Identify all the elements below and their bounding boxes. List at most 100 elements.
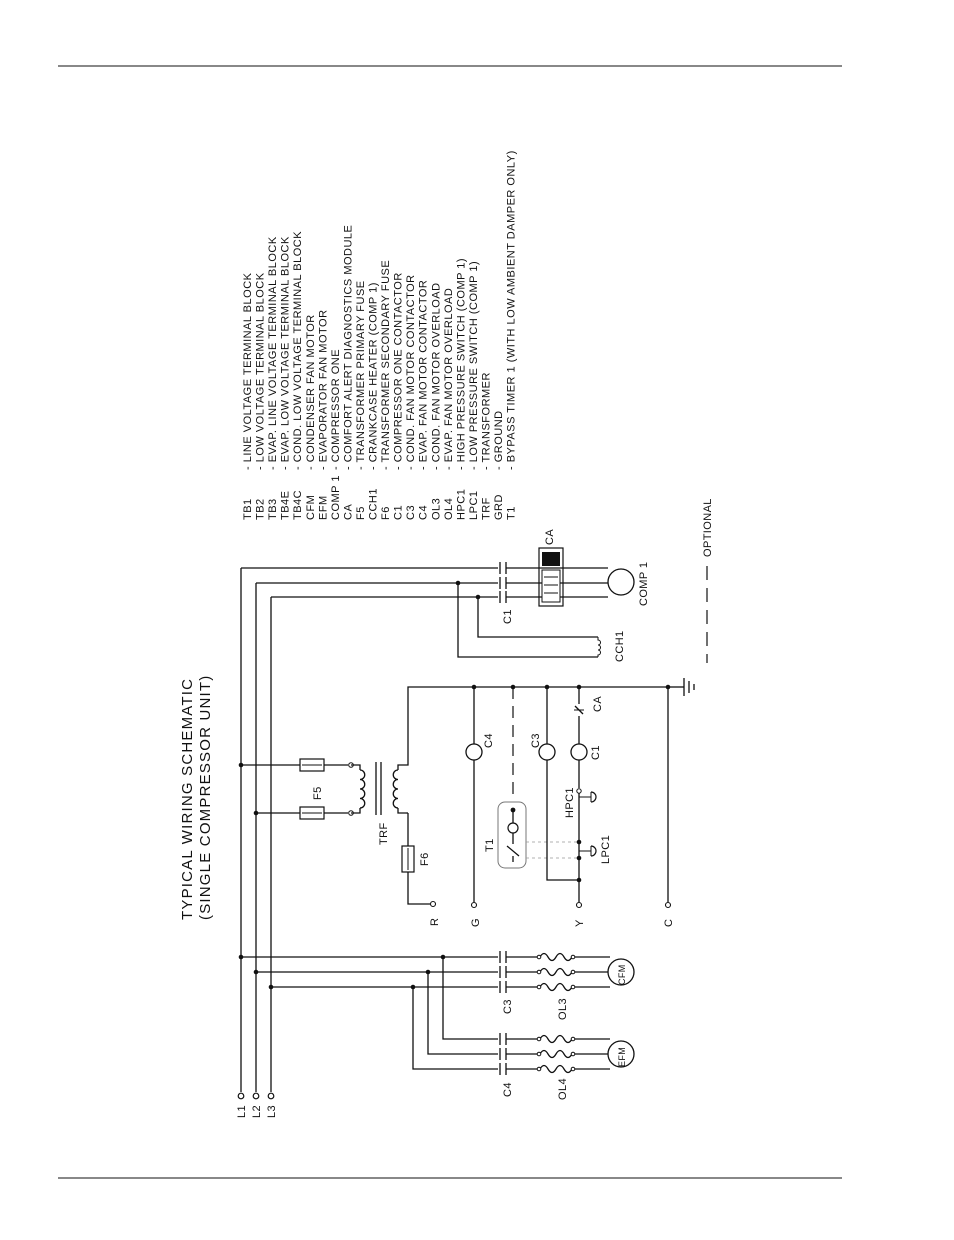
timer-t1-box: [497, 801, 527, 869]
legend-description: - COMPRESSOR ONE: [330, 349, 342, 470]
label-l3: L3: [266, 1105, 278, 1118]
label-l2: L2: [251, 1105, 263, 1118]
supply-lines: L1 L2 L3: [236, 568, 278, 1118]
legend-description: - COMPRESSOR ONE CONTACTOR: [393, 272, 405, 470]
label-c3-coil: C3: [530, 733, 542, 748]
legend-code: F6: [380, 506, 392, 520]
legend-description: - CRANKCASE HEATER (COMP 1): [368, 282, 380, 470]
legend-code: GRD: [493, 494, 505, 520]
contactor-c4-contacts: [499, 1033, 507, 1075]
legend-row: CFM - CONDENSER FAN MOTOR: [305, 314, 317, 520]
label-f6: F6: [419, 852, 431, 866]
legend-code: TB4C: [292, 490, 304, 520]
label-ol3: OL3: [557, 998, 569, 1020]
legend-row: TB1- LINE VOLTAGE TERMINAL BLOCK: [242, 272, 254, 520]
label-r: R: [429, 918, 441, 926]
legend-code: TB3: [267, 498, 279, 520]
legend-description: - EVAP. LOW VOLTAGE TERMINAL BLOCK: [280, 236, 292, 470]
label-lpc1: LPC1: [600, 835, 612, 864]
legend-row: TB4E- EVAP. LOW VOLTAGE TERMINAL BLOCK: [280, 236, 292, 520]
label-c3-contactor: C3: [502, 999, 514, 1014]
compressor-motor: [607, 568, 635, 596]
label-g: G: [470, 918, 482, 927]
label-t1: T1: [484, 838, 496, 852]
label-trf: TRF: [378, 822, 390, 845]
contactor-c1-contacts: [499, 562, 507, 603]
label-hpc1: HPC1: [564, 787, 576, 818]
legend-code: CA: [342, 504, 354, 520]
legend-row: F5- TRANSFORMER PRIMARY FUSE: [355, 280, 367, 520]
legend-code: CFM: [305, 495, 317, 520]
legend-description: - HIGH PRESSURE SWITCH (COMP 1): [455, 258, 467, 470]
terminal-c: [664, 901, 672, 909]
legend-row: CCH1- CRANKCASE HEATER (COMP 1): [368, 282, 380, 520]
terminal-l1: [237, 1092, 245, 1100]
legend-description: - LOW PRESSURE SWITCH (COMP 1): [468, 261, 480, 470]
legend-description: - GROUND: [493, 410, 505, 470]
label-c: C: [663, 919, 675, 927]
legend-row: GRD - GROUND: [493, 410, 505, 520]
label-c1-coil: C1: [590, 745, 602, 760]
condenser-fan-motor: [607, 958, 635, 986]
crankcase-heater: [597, 637, 601, 657]
terminal-l3: [267, 1092, 275, 1100]
legend-row: C3- COND. FAN MOTOR CONTACTOR: [405, 274, 417, 520]
legend-description: - COND. FAN MOTOR OVERLOAD: [430, 282, 442, 470]
legend-code: F5: [355, 506, 367, 520]
legend-description: - EVAP. LINE VOLTAGE TERMINAL BLOCK: [267, 236, 279, 470]
label-ol4: OL4: [557, 1078, 569, 1100]
legend-code: OL4: [443, 498, 455, 520]
legend-row: F6 - TRANSFORMER SECONDARY FUSE: [380, 260, 392, 520]
legend-row: EFM - EVAPORATOR FAN MOTOR: [317, 309, 329, 520]
legend-description: - TRANSFORMER SECONDARY FUSE: [380, 260, 392, 470]
label-optional: OPTIONAL: [702, 498, 714, 557]
legend-description: - COND. LOW VOLTAGE TERMINAL BLOCK: [292, 231, 304, 470]
legend-description: - COMFORT ALERT DIAGNOSTICS MODULE: [342, 225, 354, 470]
legend-description: - COND. FAN MOTOR CONTACTOR: [405, 274, 417, 470]
timer-t1-contact: [506, 845, 520, 857]
title-line2: (SINGLE COMPRESSOR UNIT): [197, 675, 214, 921]
legend-code: C1: [393, 505, 405, 520]
legend-description: - CONDENSER FAN MOTOR: [305, 314, 317, 470]
legend-code: TRF: [480, 497, 492, 520]
fan-motor-branches: C3 C4 OL3 CFM: [238, 951, 635, 1100]
legend-code: TB1: [242, 498, 254, 520]
transformer: [351, 762, 406, 815]
label-l1: L1: [236, 1105, 248, 1118]
legend-code: T1: [506, 506, 518, 520]
legend-row: T1- BYPASS TIMER 1 (WITH LOW AMBIENT DAM…: [506, 150, 518, 520]
legend-row: C4- EVAP. FAN MOTOR CONTACTOR: [418, 280, 430, 520]
terminal-y: [575, 901, 583, 909]
legend-description: - TRANSFORMER: [480, 372, 492, 470]
overload-ol3: [536, 952, 576, 992]
label-y: Y: [574, 919, 586, 927]
terminal-g: [470, 901, 478, 909]
evaporator-fan-motor: [607, 1040, 635, 1068]
legend-row: LPC1- LOW PRESSURE SWITCH (COMP 1): [468, 261, 480, 520]
label-comp1: COMP 1: [638, 562, 650, 606]
legend-code: EFM: [317, 495, 329, 520]
legend-code: HPC1: [455, 489, 467, 520]
label-ca-contact: CA: [592, 696, 604, 712]
legend-row: OL3 - COND. FAN MOTOR OVERLOAD: [430, 282, 442, 520]
legend-row: HPC1 - HIGH PRESSURE SWITCH (COMP 1): [455, 258, 467, 520]
legend-row: TB3 - EVAP. LINE VOLTAGE TERMINAL BLOCK: [267, 236, 279, 520]
legend-description: - EVAP. FAN MOTOR OVERLOAD: [443, 288, 455, 470]
timer-t1-coil: [507, 822, 519, 834]
label-cch1: CCH1: [614, 630, 626, 662]
legend-row: TB2- LOW VOLTAGE TERMINAL BLOCK: [255, 272, 267, 520]
legend-row: COMP 1- COMPRESSOR ONE: [330, 349, 342, 520]
diagram-title: TYPICAL WIRING SCHEMATIC (SINGLE COMPRES…: [179, 675, 214, 921]
legend-description: - EVAPORATOR FAN MOTOR: [317, 309, 329, 470]
legend-row: CA - COMFORT ALERT DIAGNOSTICS MODULE: [342, 225, 354, 520]
label-c4-contactor: C4: [502, 1082, 514, 1097]
legend-code: OL3: [430, 498, 442, 520]
coil-c4: [465, 743, 483, 761]
legend-code: C4: [418, 505, 430, 520]
comfort-alert-module: [538, 547, 564, 607]
compressor-branch: C1 CA COMP 1 CCH1: [241, 529, 650, 662]
ground-symbol: [668, 678, 695, 696]
title-line1: TYPICAL WIRING SCHEMATIC: [179, 678, 196, 920]
